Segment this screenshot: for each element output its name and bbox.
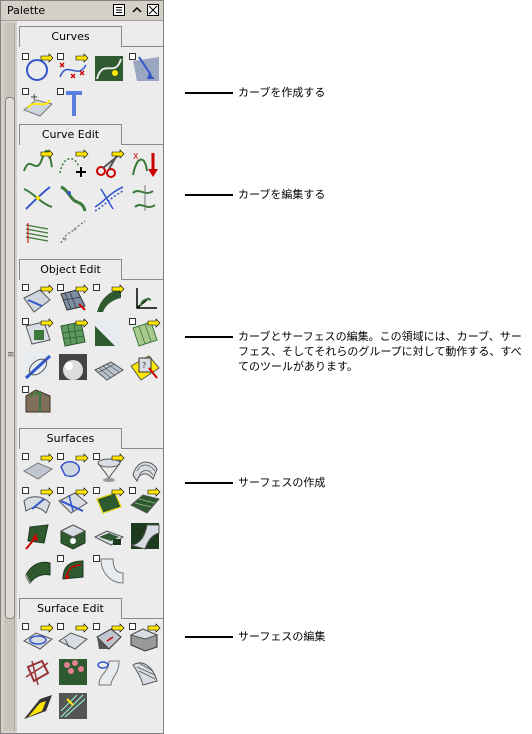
- tab-curve-edit[interactable]: Curve Edit: [19, 124, 122, 145]
- query-object-icon[interactable]: ?: [129, 352, 161, 382]
- flip-surface-icon[interactable]: [93, 284, 125, 314]
- svg-text:X: X: [133, 152, 139, 161]
- mesh-grid-icon[interactable]: [93, 352, 125, 382]
- svg-text:+: +: [30, 92, 38, 103]
- callout-surface-edit: サーフェスの編集: [238, 630, 326, 643]
- surface-loft-icon[interactable]: [93, 657, 125, 687]
- cv-curve-tool-icon[interactable]: [57, 53, 89, 83]
- curve-on-surface-icon[interactable]: [93, 53, 125, 83]
- callout-line-surface-edit: [185, 636, 233, 638]
- set-planar-icon[interactable]: [57, 453, 89, 483]
- surface-edit-plane-icon[interactable]: [22, 623, 54, 653]
- palette-window: Palette ≡ Curves: [0, 0, 164, 734]
- detach-scissors-icon[interactable]: [93, 149, 125, 179]
- tab-curves-label: Curves: [51, 30, 90, 43]
- callout-surfaces: サーフェスの作成: [238, 476, 326, 489]
- tab-divider: [121, 46, 163, 47]
- revolve-icon[interactable]: [93, 453, 125, 483]
- scrollbar-thumb[interactable]: [5, 97, 15, 619]
- surface-detach-icon[interactable]: [129, 623, 161, 653]
- callout-object-edit: カーブとサーフェスの編集。この領域には、カーブ、サーフェス、そしてそれらのグルー…: [238, 330, 522, 373]
- rail-surface-icon[interactable]: [57, 487, 89, 517]
- round-surface-icon[interactable]: [57, 521, 89, 551]
- grip-handle[interactable]: ≡: [7, 350, 15, 360]
- curve-on-plane-icon[interactable]: +: [22, 88, 54, 118]
- offset-curve-icon[interactable]: [93, 183, 125, 213]
- fillet-curve-icon[interactable]: [22, 149, 54, 179]
- extrude-surface-icon[interactable]: [22, 487, 54, 517]
- surface-highlight-icon[interactable]: [22, 691, 54, 721]
- tube-flange-icon[interactable]: [22, 555, 54, 585]
- plane-surface-icon[interactable]: [22, 453, 54, 483]
- surface-insert-icon[interactable]: [57, 623, 89, 653]
- close-icon[interactable]: [147, 4, 159, 16]
- surface-stripes-icon[interactable]: [129, 657, 161, 687]
- callout-line-surfaces: [185, 482, 233, 484]
- tab-divider: [121, 279, 163, 280]
- tab-curve-edit-label: Curve Edit: [41, 128, 100, 141]
- extend-curve-icon[interactable]: X: [129, 149, 161, 179]
- surface-extend-icon[interactable]: [93, 623, 125, 653]
- project-curve-icon[interactable]: [129, 53, 161, 83]
- text-tool-icon[interactable]: [57, 88, 89, 118]
- surface-normal-icon[interactable]: [93, 318, 125, 348]
- palette-titlebar[interactable]: Palette: [1, 1, 163, 21]
- align-surface-icon[interactable]: [129, 318, 161, 348]
- collapse-icon[interactable]: [131, 4, 143, 16]
- square-surface-icon[interactable]: [129, 487, 161, 517]
- fillet-surface-icon[interactable]: [93, 521, 125, 551]
- shade-sphere-icon[interactable]: [57, 352, 89, 382]
- callout-line-curve-edit: [185, 194, 233, 196]
- tab-surfaces-label: Surfaces: [46, 432, 95, 445]
- freeform-blend-icon[interactable]: [129, 521, 161, 551]
- ball-corner-icon[interactable]: [93, 555, 125, 585]
- multi-blend-icon[interactable]: [57, 555, 89, 585]
- tab-divider: [121, 618, 163, 619]
- circle-tool-icon[interactable]: [22, 53, 54, 83]
- smooth-curves-icon[interactable]: [22, 217, 54, 247]
- group-objects-icon[interactable]: [22, 386, 54, 416]
- surface-project-grid-icon[interactable]: [22, 657, 54, 687]
- svg-text:?: ?: [142, 361, 146, 370]
- align-curves-icon[interactable]: [129, 183, 161, 213]
- draft-surface-icon[interactable]: [22, 521, 54, 551]
- boundary-surface-icon[interactable]: [93, 487, 125, 517]
- trim-surface-icon[interactable]: [22, 318, 54, 348]
- axis-orient-icon[interactable]: [129, 284, 161, 314]
- attach-surface-icon[interactable]: [22, 284, 54, 314]
- palette-title: Palette: [7, 4, 46, 17]
- tab-surfaces[interactable]: Surfaces: [19, 428, 122, 449]
- callout-curves: カーブを作成する: [238, 86, 326, 99]
- tab-curves[interactable]: Curves: [19, 26, 122, 47]
- callout-curve-edit: カーブを編集する: [238, 188, 326, 201]
- callout-line-curves: [185, 92, 233, 94]
- menu-icon[interactable]: [113, 4, 125, 16]
- tab-object-edit[interactable]: Object Edit: [19, 259, 122, 280]
- tab-surface-edit-label: Surface Edit: [37, 602, 104, 615]
- blend-curve-icon[interactable]: [22, 352, 54, 382]
- skin-surface-icon[interactable]: [129, 453, 161, 483]
- tab-divider: [121, 448, 163, 449]
- palette-content: Curves + Curve Edit: [17, 21, 163, 733]
- intersect-curves-icon[interactable]: [22, 183, 54, 213]
- callout-line-object-edit: [185, 336, 233, 338]
- rebuild-surface-icon[interactable]: [57, 318, 89, 348]
- tab-divider: [121, 144, 163, 145]
- curve-section-icon[interactable]: [57, 183, 89, 213]
- tab-object-edit-label: Object Edit: [40, 263, 101, 276]
- tab-surface-edit[interactable]: Surface Edit: [19, 598, 122, 619]
- insert-point-icon[interactable]: [57, 149, 89, 179]
- surface-cluster-icon[interactable]: [57, 691, 89, 721]
- curve-editor-icon[interactable]: [57, 217, 89, 247]
- surface-fillet-detail-icon[interactable]: [57, 657, 89, 687]
- surface-curvature-icon[interactable]: [57, 284, 89, 314]
